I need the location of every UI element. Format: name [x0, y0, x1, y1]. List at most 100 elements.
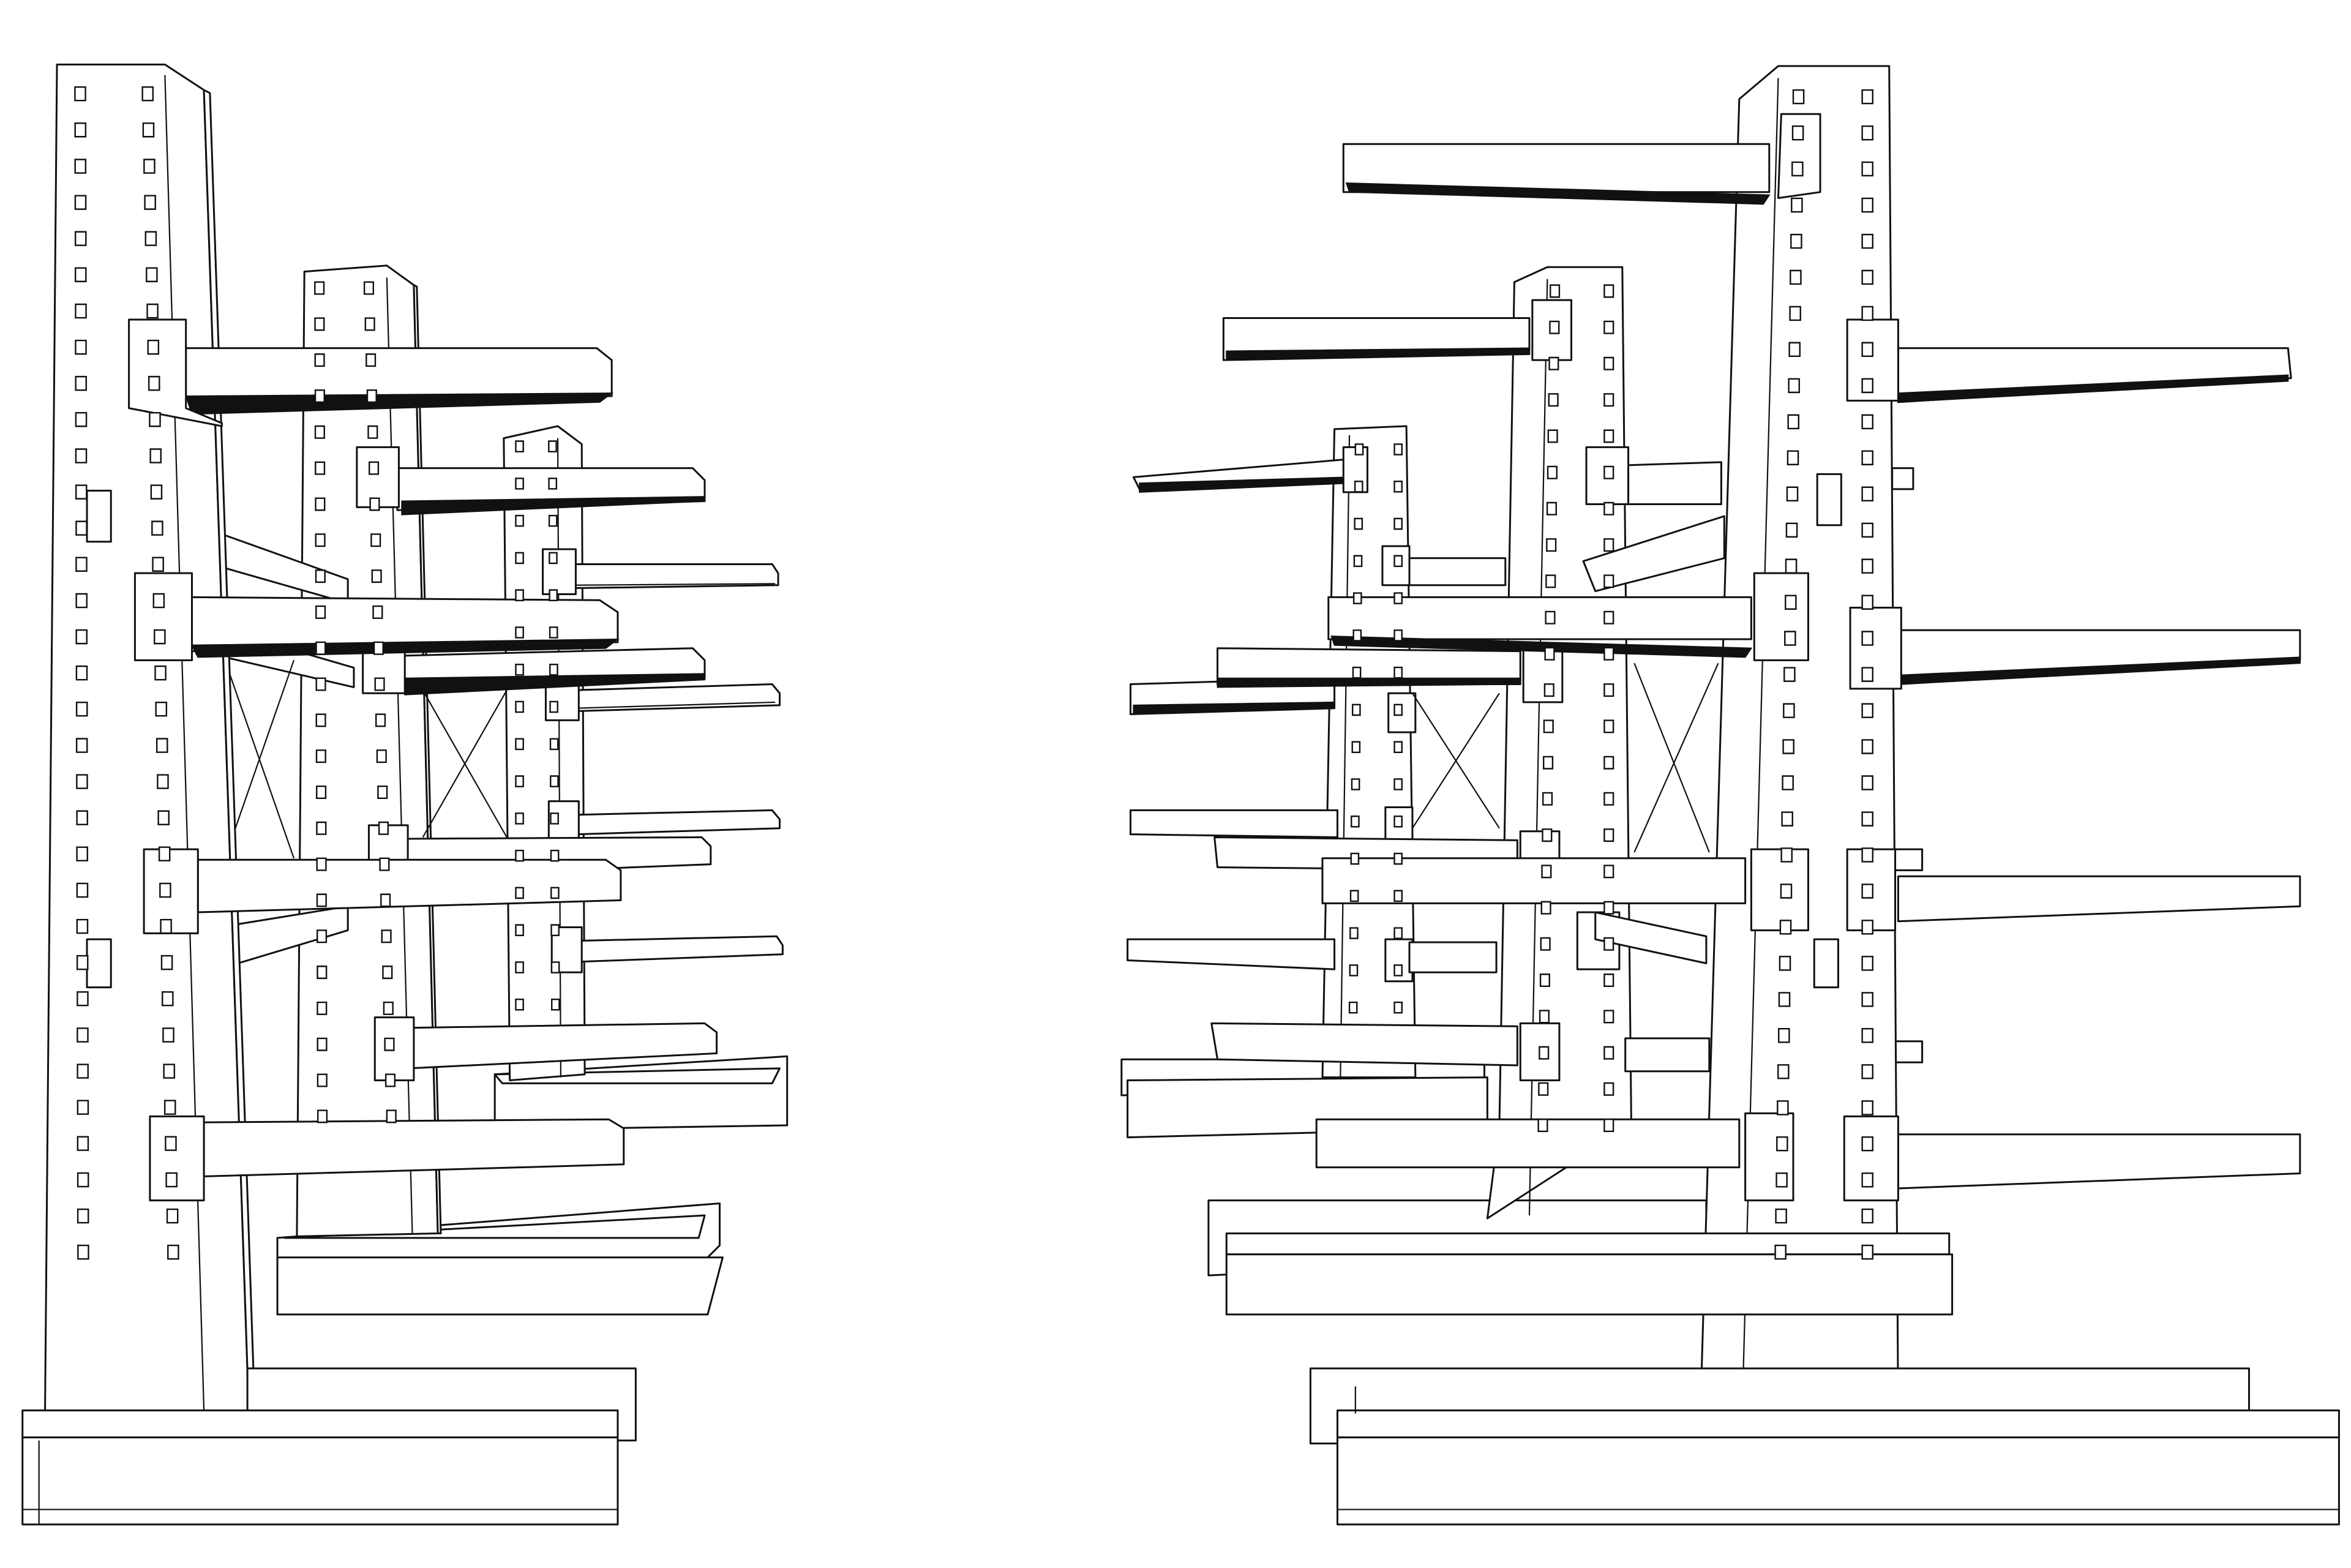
- column-hole: [1780, 956, 1790, 970]
- column-hole: [76, 558, 86, 571]
- column-hole: [364, 282, 373, 294]
- column-hole: [317, 930, 326, 942]
- column-hole: [1862, 740, 1873, 753]
- column-hole: [1546, 576, 1555, 588]
- column-hole: [1395, 705, 1402, 715]
- column-hole: [1542, 866, 1551, 878]
- column-hole: [1862, 379, 1873, 392]
- column-hole: [1862, 271, 1873, 284]
- column-hole: [77, 630, 87, 643]
- left-rack-middle-base: [277, 1203, 722, 1314]
- column-hole: [1783, 740, 1794, 753]
- column-hole: [75, 196, 86, 209]
- column-hole: [1547, 539, 1556, 551]
- column-hole: [1784, 668, 1794, 681]
- column-hole: [1395, 1002, 1402, 1013]
- column-hole: [1862, 920, 1873, 934]
- column-hole: [551, 850, 558, 861]
- column-hole: [1604, 576, 1613, 588]
- column-hole: [1792, 162, 1802, 176]
- column-hole: [1862, 90, 1873, 103]
- column-hole: [77, 666, 87, 680]
- column-hole: [366, 354, 375, 366]
- right-rack-front-base: [1310, 1368, 2339, 1525]
- column-hole: [1540, 1011, 1549, 1023]
- column-hole: [1352, 779, 1359, 789]
- column-hole: [1862, 596, 1873, 609]
- column-hole: [1604, 285, 1613, 298]
- column-hole: [1862, 451, 1873, 465]
- column-hole: [317, 966, 326, 978]
- column-hole: [376, 715, 385, 727]
- column-hole: [1349, 1002, 1357, 1013]
- column-hole: [377, 750, 386, 762]
- column-hole: [1862, 1209, 1873, 1223]
- column-hole: [159, 847, 170, 861]
- column-hole: [317, 822, 326, 835]
- column-hole: [1539, 1047, 1548, 1059]
- column-hole: [1543, 757, 1553, 769]
- column-hole: [1352, 742, 1360, 752]
- column-hole: [77, 594, 87, 607]
- column-hole: [1543, 793, 1552, 805]
- column-hole: [161, 920, 171, 933]
- column-hole: [1604, 974, 1613, 986]
- column-hole: [163, 1028, 173, 1041]
- right-rack-front-column: [1700, 66, 1901, 1417]
- column-hole: [1550, 321, 1559, 334]
- column-hole: [78, 1065, 88, 1078]
- column-hole: [167, 1173, 177, 1187]
- column-hole: [148, 340, 159, 354]
- column-hole: [516, 516, 523, 526]
- column-hole: [550, 739, 558, 749]
- column-hole: [1353, 667, 1360, 678]
- column-hole: [552, 962, 559, 972]
- column-hole: [516, 850, 523, 861]
- column-hole: [1862, 956, 1873, 970]
- column-hole: [1604, 938, 1613, 950]
- column-hole: [1862, 992, 1873, 1006]
- column-hole: [1395, 444, 1402, 454]
- right-rack-rear-column: [1322, 426, 1415, 1078]
- column-hole: [375, 678, 384, 691]
- column-hole: [317, 858, 326, 871]
- column-hole: [1785, 596, 1796, 609]
- column-hole: [315, 282, 324, 294]
- column-hole: [1550, 285, 1559, 298]
- column-hole: [549, 441, 556, 452]
- column-hole: [151, 486, 162, 499]
- column-hole: [1604, 648, 1613, 660]
- column-hole: [1395, 928, 1402, 939]
- column-hole: [1395, 816, 1402, 827]
- column-hole: [317, 1002, 326, 1015]
- column-hole: [516, 813, 523, 823]
- column-hole: [318, 1111, 327, 1123]
- column-hole: [154, 630, 165, 643]
- column-hole: [516, 627, 523, 637]
- column-hole: [1544, 721, 1553, 733]
- column-hole: [1545, 684, 1554, 696]
- column-hole: [1777, 1101, 1788, 1114]
- column-hole: [1395, 630, 1402, 640]
- column-hole: [1787, 487, 1798, 501]
- column-hole: [146, 232, 156, 246]
- column-hole: [1604, 793, 1613, 805]
- left-rack-middle-arms: [357, 447, 717, 1080]
- column-hole: [378, 786, 387, 798]
- column-hole: [1778, 1065, 1788, 1078]
- column-hole: [1604, 902, 1613, 914]
- column-hole: [75, 232, 86, 246]
- column-hole: [516, 441, 523, 452]
- column-hole: [1862, 704, 1873, 718]
- column-hole: [1862, 632, 1873, 645]
- column-hole: [149, 377, 159, 390]
- column-hole: [76, 522, 86, 535]
- column-hole: [75, 340, 86, 354]
- column-hole: [371, 534, 380, 546]
- column-hole: [75, 304, 86, 318]
- column-hole: [78, 1101, 88, 1114]
- column-hole: [516, 925, 523, 936]
- column-hole: [317, 678, 326, 691]
- column-hole: [1604, 539, 1613, 551]
- column-hole: [315, 390, 324, 402]
